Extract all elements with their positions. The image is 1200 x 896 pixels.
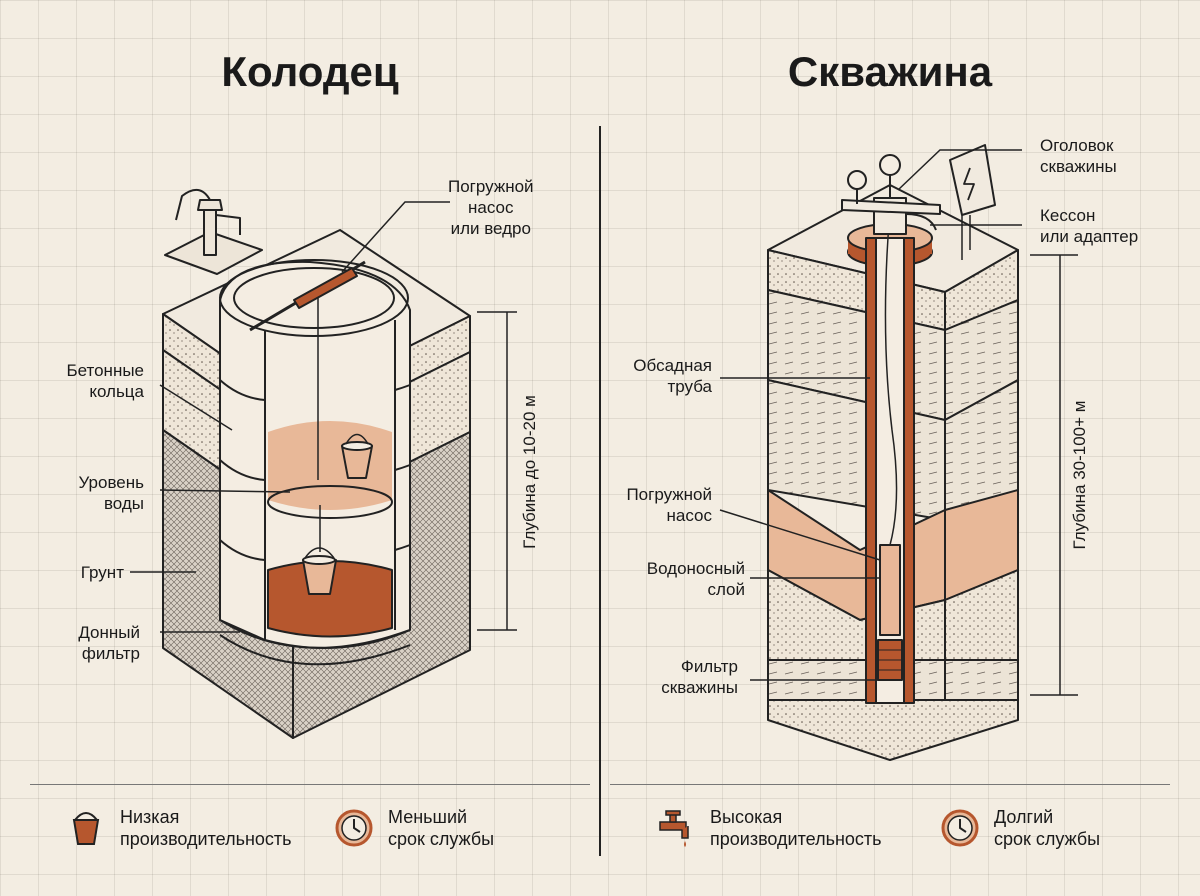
clock-icon — [941, 809, 979, 847]
well-features-divider — [30, 784, 590, 785]
borehole-pump-label: Погружной насос — [626, 485, 712, 525]
well-rings-label: Бетонные кольца — [66, 361, 144, 401]
borehole-depth-label: Глубина 30-100+ м — [1070, 400, 1089, 550]
borehole-filter-label: Фильтр скважины — [661, 657, 738, 697]
well-soil-label: Грунт — [80, 563, 124, 582]
well-feature-lifespan: Меньший срок службы — [334, 806, 494, 850]
well-water-level-label: Уровень воды — [78, 473, 145, 513]
well-pump-label: Погружной насос или ведро — [448, 177, 534, 238]
well-depth-label: Глубина до 10-20 м — [520, 395, 539, 549]
borehole-casing-label: Обсадная труба — [633, 356, 712, 396]
borehole-feature-lifespan: Долгий срок службы — [940, 806, 1100, 850]
well-feature-capacity: Низкая производительность — [66, 806, 292, 850]
borehole-features-divider — [610, 784, 1170, 785]
borehole-feature-lifespan-text: Долгий срок службы — [994, 807, 1101, 849]
clock-icon — [335, 809, 373, 847]
borehole-feature-capacity-text: Высокая производительность — [710, 807, 882, 849]
well-illustration — [162, 189, 471, 739]
bucket-icon — [72, 812, 100, 845]
borehole-title: Скважина — [787, 48, 993, 95]
faucet-icon — [659, 810, 689, 847]
borehole-wellhead-label: Оголовок скважины — [1040, 136, 1117, 176]
well-feature-capacity-text: Низкая производительность — [120, 807, 292, 849]
borehole-illustration — [767, 144, 1019, 761]
center-divider — [599, 126, 601, 856]
well-bottom-filter-label: Донный фильтр — [78, 623, 140, 663]
borehole-feature-capacity: Высокая производительность — [656, 806, 882, 850]
well-feature-lifespan-text: Меньший срок службы — [388, 807, 495, 849]
borehole-aquifer-label: Водоносный слой — [646, 559, 745, 599]
well-title: Колодец — [221, 48, 399, 95]
borehole-caisson-label: Кессон или адаптер — [1040, 206, 1139, 246]
